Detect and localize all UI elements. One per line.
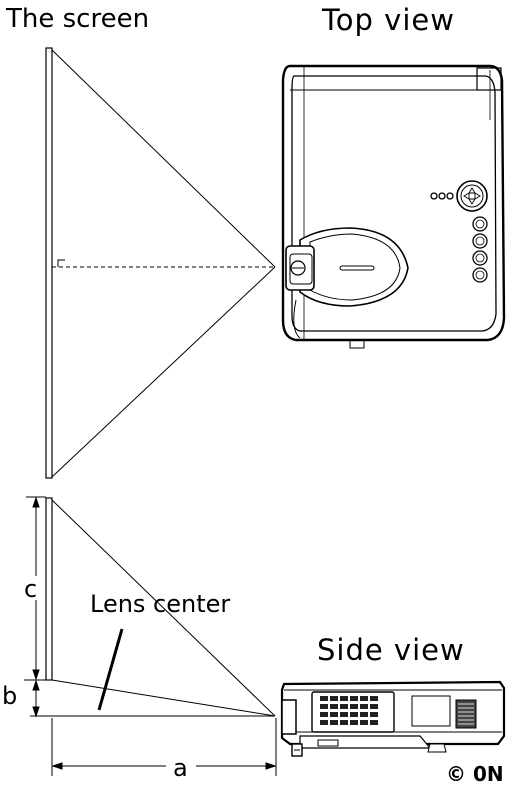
- projector-top-view: [281, 64, 506, 349]
- dimension-b: [24, 679, 46, 718]
- lens-center-pointer: [97, 628, 124, 711]
- dimension-a: [51, 718, 277, 776]
- top-screen: [45, 47, 53, 479]
- top-view-label: Top view: [322, 3, 455, 37]
- screen-label: The screen: [6, 4, 150, 34]
- dimension-c: [26, 496, 46, 681]
- side-view-label: Side view: [317, 633, 465, 667]
- projector-side-view: [280, 680, 506, 757]
- right-angle-mark: [57, 259, 65, 267]
- dimension-a-label: a: [170, 756, 191, 780]
- top-projection-triangle: [51, 49, 276, 478]
- dimension-b-label: b: [2, 682, 18, 710]
- side-projection-lines: [30, 499, 276, 717]
- corner-mark: © 0N: [446, 762, 504, 786]
- dimension-c-label: c: [24, 575, 38, 603]
- side-screen: [45, 497, 53, 681]
- vent-grille: [320, 696, 378, 725]
- lens-center-label: Lens center: [90, 590, 231, 618]
